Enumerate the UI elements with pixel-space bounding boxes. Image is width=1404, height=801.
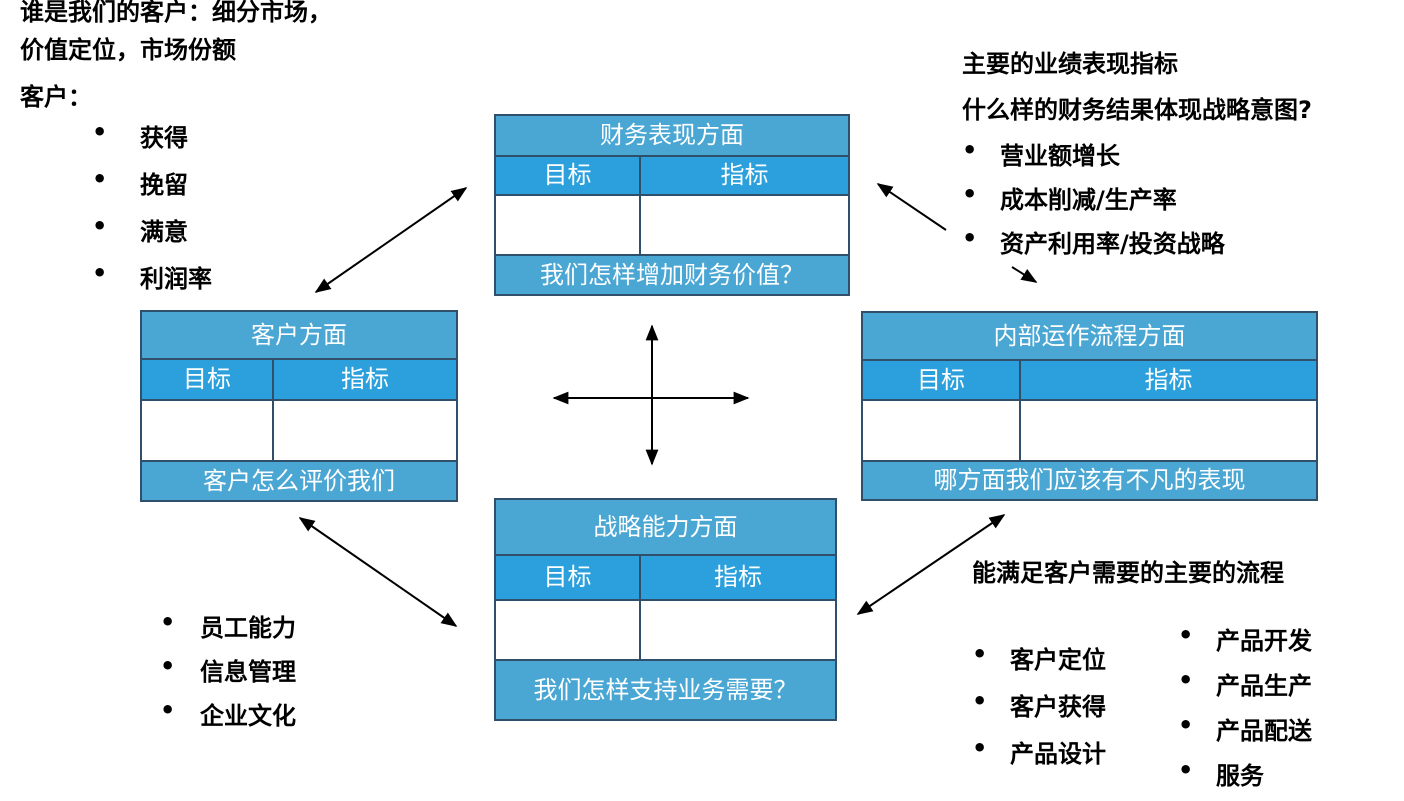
- goal-header: 目标: [863, 361, 1019, 399]
- process-notes-title: 能满足客户需要的主要的流程: [972, 559, 1284, 587]
- customer-question-line1: 谁是我们的客户：细分市场，: [20, 0, 332, 26]
- internal-process-box: 内部运作流程方面 目标 指标 哪方面我们应该有不凡的表现: [861, 311, 1318, 501]
- box-footer: 哪方面我们应该有不凡的表现: [863, 460, 1316, 499]
- metric-header: 指标: [272, 360, 456, 399]
- goal-header: 目标: [496, 556, 639, 599]
- goal-cell: [863, 401, 1019, 460]
- process-col2-list: 产品开发 产品生产 产品配送 服务: [1178, 621, 1312, 801]
- metric-cell: [639, 601, 835, 659]
- customer-question-line2: 价值定位，市场份额: [20, 36, 236, 64]
- metric-cell: [639, 196, 848, 254]
- list-item: 获得: [92, 118, 212, 165]
- list-item: 信息管理: [160, 652, 296, 696]
- process-col1-list: 客户定位 客户获得 产品设计: [972, 640, 1106, 781]
- financial-notes-line2: 什么样的财务结果体现战略意图?: [962, 96, 1312, 124]
- box-title: 财务表现方面: [496, 116, 848, 155]
- learning-items-list: 员工能力 信息管理 企业文化: [160, 608, 296, 740]
- metric-header: 指标: [639, 556, 835, 599]
- list-item: 企业文化: [160, 696, 296, 740]
- box-footer: 我们怎样增加财务价值？: [496, 254, 848, 294]
- list-item: 营业额增长: [962, 136, 1225, 180]
- customer-label: 客户：: [20, 83, 92, 111]
- list-item: 利润率: [92, 259, 212, 306]
- customer-items-list: 获得 挽留 满意 利润率: [92, 118, 212, 306]
- list-item: 客户定位: [972, 640, 1106, 687]
- box-footer: 客户怎么评价我们: [142, 460, 456, 500]
- financial-notes-line1: 主要的业绩表现指标: [962, 50, 1178, 78]
- goal-cell: [142, 401, 272, 460]
- goal-header: 目标: [142, 360, 272, 399]
- metric-cell: [1019, 401, 1316, 460]
- list-item: 成本削减/生产率: [962, 180, 1225, 224]
- financial-perspective-box: 财务表现方面 目标 指标 我们怎样增加财务价值？: [494, 114, 850, 296]
- customer-perspective-box: 客户方面 目标 指标 客户怎么评价我们: [140, 310, 458, 502]
- list-item: 产品配送: [1178, 711, 1312, 756]
- list-item: 服务: [1178, 756, 1312, 801]
- metric-header: 指标: [1019, 361, 1316, 399]
- box-title: 客户方面: [142, 312, 456, 358]
- goal-header: 目标: [496, 157, 639, 194]
- financial-notes-arrow: [876, 183, 947, 231]
- metric-cell: [272, 401, 456, 460]
- list-item: 产品开发: [1178, 621, 1312, 666]
- goal-cell: [496, 196, 639, 254]
- financial-small-arrow: [1011, 266, 1038, 283]
- list-item: 资产利用率/投资战略: [962, 224, 1225, 268]
- list-item: 产品生产: [1178, 666, 1312, 711]
- list-item: 员工能力: [160, 608, 296, 652]
- customer-learning-arrow: [298, 517, 458, 627]
- internal-learning-arrow: [856, 514, 1006, 615]
- goal-cell: [496, 601, 639, 659]
- list-item: 满意: [92, 212, 212, 259]
- list-item: 挽留: [92, 165, 212, 212]
- box-footer: 我们怎样支持业务需要？: [496, 659, 835, 719]
- metric-header: 指标: [639, 157, 848, 194]
- box-title: 内部运作流程方面: [863, 313, 1316, 359]
- list-item: 客户获得: [972, 687, 1106, 734]
- customer-financial-arrow: [314, 187, 468, 293]
- financial-items-list: 营业额增长 成本削减/生产率 资产利用率/投资战略: [962, 136, 1225, 268]
- strategic-capability-box: 战略能力方面 目标 指标 我们怎样支持业务需要？: [494, 498, 837, 721]
- list-item: 产品设计: [972, 734, 1106, 781]
- box-title: 战略能力方面: [496, 500, 835, 554]
